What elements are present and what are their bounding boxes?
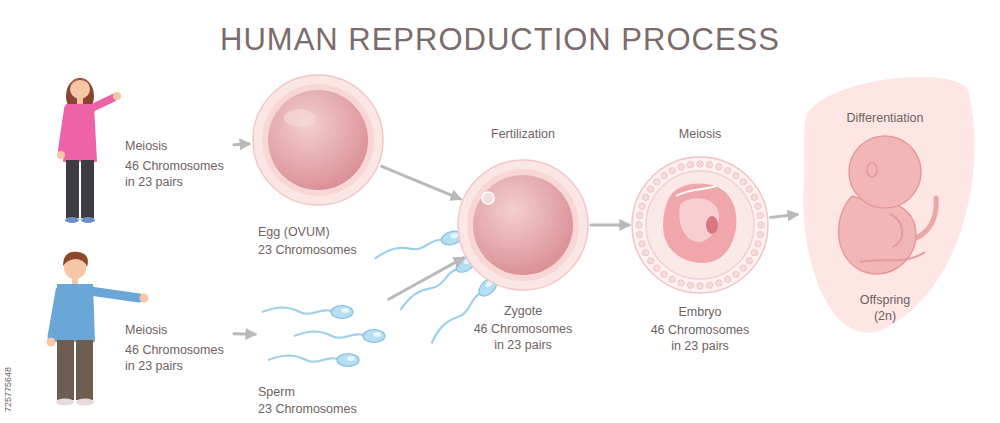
zygote-node: FertilizationZygote46 Chromosomes in 23 … (458, 160, 588, 290)
man-node: Meiosis 46 Chromosomes in 23 pairs (35, 250, 231, 412)
offspring-fetus (803, 77, 974, 333)
node-text: 46 Chromosomes in 23 pairs (125, 342, 229, 375)
node-heading: Sperm (258, 384, 386, 400)
node-heading: Meiosis (125, 322, 229, 338)
node-heading: Egg (OVUM) (258, 224, 398, 240)
process-arrow (389, 258, 464, 299)
node-heading: Meiosis (125, 138, 229, 154)
diagram-title: HUMAN REPRODUCTION PROCESS (0, 22, 1000, 58)
embryo-cell (632, 157, 768, 293)
node-text: 23 Chromosomes (258, 401, 386, 417)
node-text: 46 Chromosomes in 23 pairs (471, 321, 575, 354)
zygote-cell (458, 160, 588, 290)
woman-node: Meiosis 46 Chromosomes in 23 pairs (45, 70, 231, 230)
node-text: Offspring (2n) (850, 292, 920, 325)
woman-figure (57, 78, 121, 223)
node-text: 46 Chromosomes in 23 pairs (125, 158, 229, 191)
embryo-node: MeiosisEmbryo46 Chromosomes in 23 pairs (632, 157, 768, 293)
process-arrow (234, 142, 249, 146)
node-text: Zygote (471, 303, 575, 319)
node-text: Embryo (648, 304, 752, 320)
node-heading: Meiosis (648, 126, 752, 142)
process-arrow (771, 215, 797, 218)
sperm-node: Sperm23 Chromosomes (258, 300, 386, 372)
process-arrow (591, 224, 629, 227)
node-heading: Fertilization (471, 126, 575, 142)
node-text: 46 Chromosomes in 23 pairs (648, 322, 752, 355)
egg-node: Egg (OVUM)23 Chromosomes (252, 74, 384, 206)
process-arrow (234, 332, 255, 336)
node-heading: Differentiation (835, 110, 935, 126)
watermark-number: 725775648 (3, 367, 13, 412)
process-arrow (382, 166, 460, 199)
offspring-node: DifferentiationOffspring (2n) (800, 80, 970, 330)
egg-cell (253, 75, 383, 205)
node-text: 23 Chromosomes (258, 242, 398, 258)
